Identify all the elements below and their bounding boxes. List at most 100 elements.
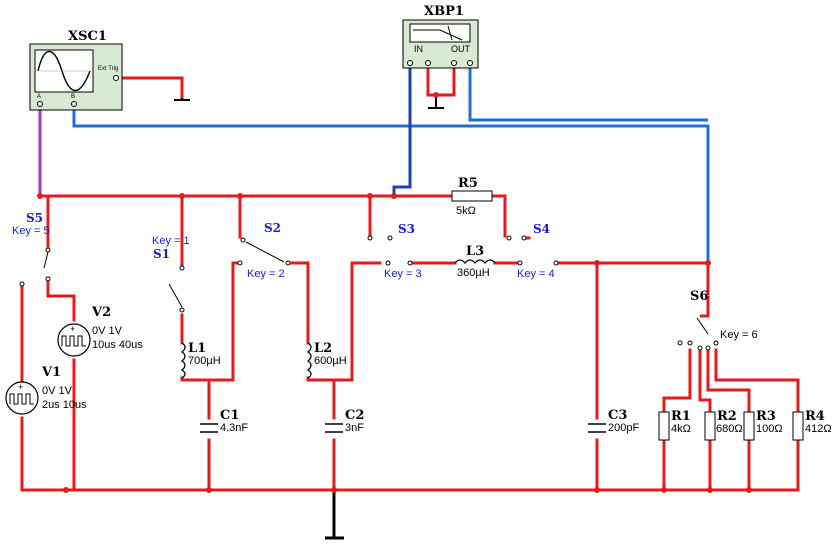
resistor-r4-body [792, 411, 804, 441]
inductor-l3[interactable]: L3 360µH [454, 244, 496, 279]
resistor-r3-body [743, 411, 755, 441]
capacitor-c3[interactable]: C3 200pF [588, 408, 639, 434]
switch-contact-icon [705, 345, 711, 351]
resistor-r2[interactable]: R2 680Ω [704, 409, 743, 441]
switch-contact-icon [407, 260, 413, 266]
capacitor-c1-plates-icon [200, 423, 218, 433]
s4-ref: S4 [533, 222, 550, 236]
bode-in-minus-terminal-icon[interactable] [425, 60, 431, 66]
plus-icon: + [70, 324, 75, 334]
switch-lever-icon [245, 241, 285, 263]
inductor-l1-coil-icon [180, 342, 186, 379]
switch-contact-icon [687, 340, 693, 346]
switch-contact-icon [517, 260, 523, 266]
switch-contact-icon [387, 235, 393, 241]
r3-value: 100Ω [756, 423, 783, 435]
resistor-r5-body [451, 190, 493, 202]
switch-contact-icon [697, 345, 703, 351]
l1-ref: L1 [188, 341, 206, 356]
switch-s5[interactable] [43, 247, 51, 282]
bode-in-plus-terminal-icon[interactable] [407, 60, 413, 66]
ground-main [325, 490, 344, 540]
c1-value: 4.3nF [220, 422, 248, 434]
switch-lever-icon [696, 317, 709, 335]
switch-contact-icon [45, 276, 51, 282]
switch-contact-icon [385, 260, 391, 266]
junction [391, 193, 397, 199]
bode-out-plus-terminal-icon[interactable] [451, 60, 457, 66]
s5-key: Key = 5 [12, 225, 50, 237]
l3-value: 360µH [457, 267, 490, 279]
inductor-l1[interactable]: L1 700µH [180, 341, 221, 379]
switch-s3-contacts[interactable] [385, 260, 413, 266]
junction [707, 487, 713, 493]
oscilloscope-ref: XSC1 [68, 29, 107, 44]
switch-contact-icon [179, 265, 185, 271]
bode-out-label: OUT [451, 44, 471, 54]
switch-contact-icon [285, 260, 291, 266]
capacitor-c2-plates-icon [325, 423, 343, 433]
switch-s3[interactable] [367, 235, 393, 241]
s4-key: Key = 4 [517, 268, 555, 280]
wire-bode-out [468, 64, 708, 122]
plus-icon: + [18, 382, 23, 392]
switch-contact-icon [713, 340, 719, 346]
r2-ref: R2 [717, 409, 737, 424]
switch-s1[interactable] [168, 265, 185, 313]
wire-s1-branch [180, 194, 242, 382]
l2-value: 600µH [314, 355, 347, 367]
c3-value: 200pF [608, 422, 639, 434]
c2-ref: C2 [345, 408, 364, 423]
resistor-r5[interactable]: R5 5kΩ [451, 176, 493, 217]
switch-contact-icon [367, 235, 373, 241]
l1-value: 700µH [188, 355, 221, 367]
switch-s2[interactable] [237, 237, 291, 266]
switch-s4[interactable] [506, 235, 527, 241]
ext-trig-terminal-icon[interactable] [113, 75, 119, 81]
pulse-wave-icon [9, 393, 34, 405]
bode-plot-icon [413, 25, 463, 41]
resistor-r3[interactable]: R3 100Ω [743, 409, 783, 441]
pulse-source-v2[interactable]: + V2 0V 1V 10us 40us [57, 305, 143, 357]
junction [237, 193, 243, 199]
capacitor-c2[interactable]: C2 3nF [325, 408, 364, 434]
c2-value: 3nF [345, 422, 364, 434]
resistor-r4[interactable]: R4 412Ω [792, 409, 832, 441]
oscilloscope-xsc1[interactable]: XSC1 Ext Trig A B [29, 29, 123, 111]
bode-plotter-xbp1[interactable]: XBP1 IN OUT [402, 4, 479, 69]
switch-contact-icon [677, 340, 683, 346]
junction [331, 487, 337, 493]
wire-ext-trig [120, 76, 184, 100]
v1-line1: 0V 1V [42, 385, 73, 397]
inductor-l2-coil-icon [306, 342, 312, 379]
inductor-l2[interactable]: L2 600µH [306, 341, 347, 379]
junction-dots [37, 92, 752, 493]
channel-b-terminal-icon[interactable] [71, 101, 77, 107]
switch-s6[interactable] [677, 317, 719, 351]
pulse-source-v1[interactable]: + V1 0V 1V 2us 10us [5, 365, 87, 415]
bode-out-minus-terminal-icon[interactable] [467, 60, 473, 66]
v2-line1: 0V 1V [92, 325, 123, 337]
ground-scope [174, 98, 190, 101]
resistor-r1[interactable]: R1 4kΩ [658, 409, 691, 441]
switch-lever-icon [168, 283, 183, 308]
switch-s4-contacts[interactable] [517, 260, 559, 266]
r5-ref: R5 [458, 176, 478, 191]
bode-in-label: IN [414, 44, 423, 54]
junction [206, 487, 212, 493]
junction [661, 487, 667, 493]
wire-s6-outputs [662, 348, 800, 414]
inductor-l3-coil-icon [454, 259, 496, 265]
resistor-r1-body [658, 411, 670, 441]
channel-a-terminal-icon[interactable] [37, 101, 43, 107]
capacitor-c1[interactable]: C1 4.3nF [200, 408, 248, 434]
wire-caps [207, 261, 599, 492]
pulse-wave-icon [61, 335, 86, 347]
v1-terminal-icon [19, 281, 25, 287]
wire-bode-gnd [426, 62, 456, 97]
junction [367, 193, 373, 199]
s6-key: Key = 6 [720, 329, 758, 341]
l2-ref: L2 [314, 341, 332, 356]
r2-value: 680Ω [716, 423, 743, 435]
wire-scope-b [72, 104, 710, 263]
